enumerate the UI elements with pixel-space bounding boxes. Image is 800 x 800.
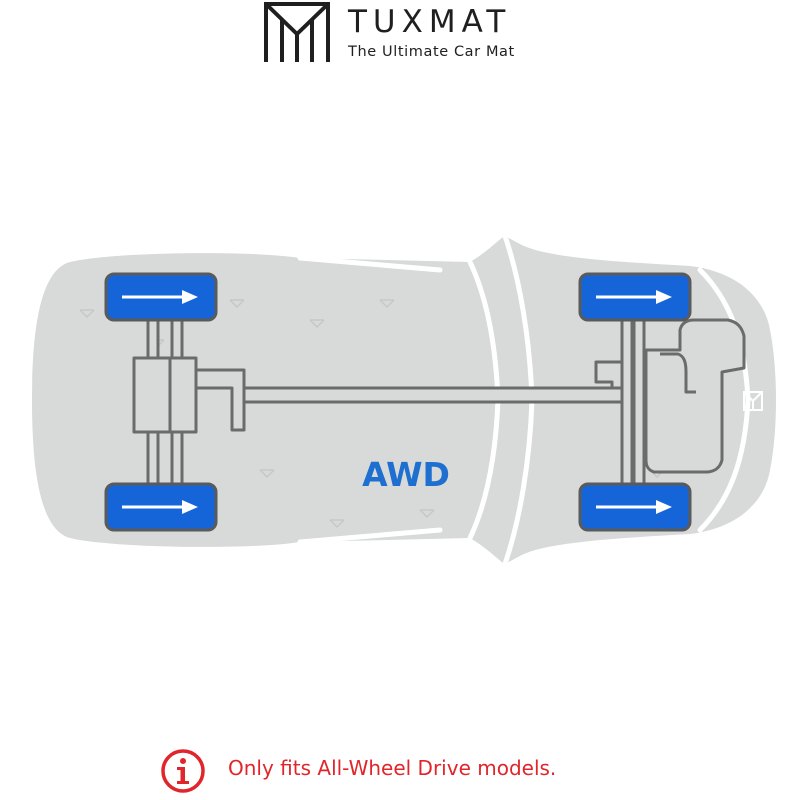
brand-header: TUXMAT The Ultimate Car Mat [262, 0, 552, 70]
transfer-case [594, 360, 624, 390]
rear-right-wheel [104, 482, 218, 532]
fitment-notice: Only fits All-Wheel Drive models. [160, 748, 680, 794]
rear-bracket [194, 368, 246, 432]
engine-block [644, 318, 746, 474]
drive-shaft [242, 386, 624, 404]
brand-name: TUXMAT [348, 4, 512, 40]
drivetrain [132, 310, 746, 490]
notice-text: Only fits All-Wheel Drive models. [228, 756, 557, 780]
tuxmat-logo-icon [264, 2, 330, 62]
awd-label: AWD [362, 455, 450, 494]
front-left-wheel [578, 272, 692, 322]
front-right-wheel [578, 482, 692, 532]
info-icon [161, 749, 205, 793]
hood-badge-icon [743, 391, 763, 411]
brand-tagline: The Ultimate Car Mat [348, 44, 515, 60]
wheels [104, 272, 692, 532]
front-axle-left-rail [620, 310, 634, 490]
front-axle-right-rail [632, 310, 646, 490]
rear-left-wheel [104, 272, 218, 322]
